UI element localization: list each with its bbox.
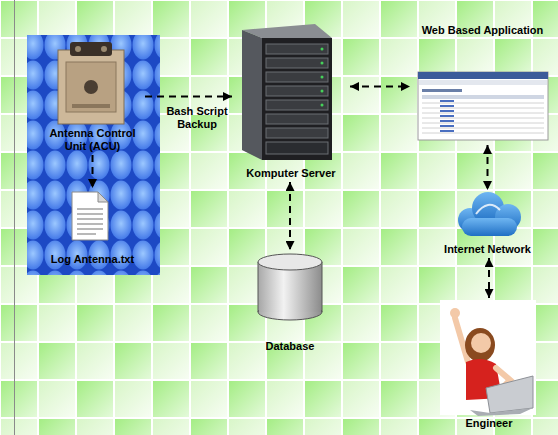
node-label: Engineer: [440, 417, 538, 430]
edge-label: Bash Script Backup: [163, 105, 231, 131]
node-label: Komputer Server: [234, 167, 348, 180]
rack-bays: [266, 44, 328, 154]
screen-table-head: [422, 95, 544, 99]
diagram-node: Database: [250, 250, 330, 355]
rack-side: [242, 30, 262, 160]
dashed-arrow: [350, 86, 410, 88]
web-screenshot: [418, 72, 548, 140]
acu-top: [70, 42, 112, 56]
dashed-arrow: [488, 258, 490, 298]
server-rack: [242, 24, 332, 160]
engineer-figure: [440, 300, 536, 416]
rack-leds: [321, 48, 324, 107]
diagram-node: Antenna Control Unit (ACU): [40, 38, 145, 155]
acu-slot: [72, 104, 110, 108]
node-label: Internet Network: [437, 243, 538, 256]
fist: [450, 308, 460, 318]
acu-connector: [84, 80, 98, 94]
screen-header: [418, 72, 548, 79]
screen-cells: [440, 100, 454, 132]
diagram-node: Web Based Application: [410, 22, 555, 145]
rack-front: [262, 38, 332, 160]
file-icon: [72, 192, 108, 240]
acu-panel: [27, 35, 160, 275]
diagram-node: Internet Network: [435, 190, 540, 258]
screen-toolbar: [419, 80, 547, 85]
cloud-icon: [458, 192, 521, 236]
dashed-arrow: [92, 155, 94, 188]
hair: [465, 328, 495, 362]
photo-ground: [440, 300, 536, 415]
file-fold: [98, 192, 108, 202]
dashed-arrow: [289, 182, 291, 250]
file-lines: [77, 209, 103, 234]
diagram-node: Komputer Server: [232, 28, 350, 182]
dashed-arrow: [145, 96, 232, 98]
acu-housing: [58, 50, 124, 124]
database-cylinder: [258, 254, 322, 320]
screen-title: [422, 89, 462, 92]
screen-frame: [418, 72, 548, 140]
diagram-node: Engineer: [438, 298, 540, 432]
node-label: Web Based Application: [412, 24, 553, 37]
node-label: Database: [252, 340, 328, 353]
frame-line: [14, 0, 15, 435]
node-label: Antenna Control Unit (ACU): [42, 127, 143, 153]
laptop: [486, 376, 533, 413]
screen-rows: [422, 103, 544, 133]
file-page: [72, 192, 108, 240]
face: [471, 333, 491, 353]
node-label: Log Antenna.txt: [42, 253, 143, 266]
dashed-arrow: [487, 145, 489, 190]
acu-photo: [58, 42, 124, 124]
laptop-base: [470, 408, 533, 416]
acu-knob: [75, 46, 81, 52]
diagram-node: Log Antenna.txt: [40, 188, 145, 268]
acu-knob: [101, 46, 107, 52]
acu-panel-face: [66, 62, 116, 112]
